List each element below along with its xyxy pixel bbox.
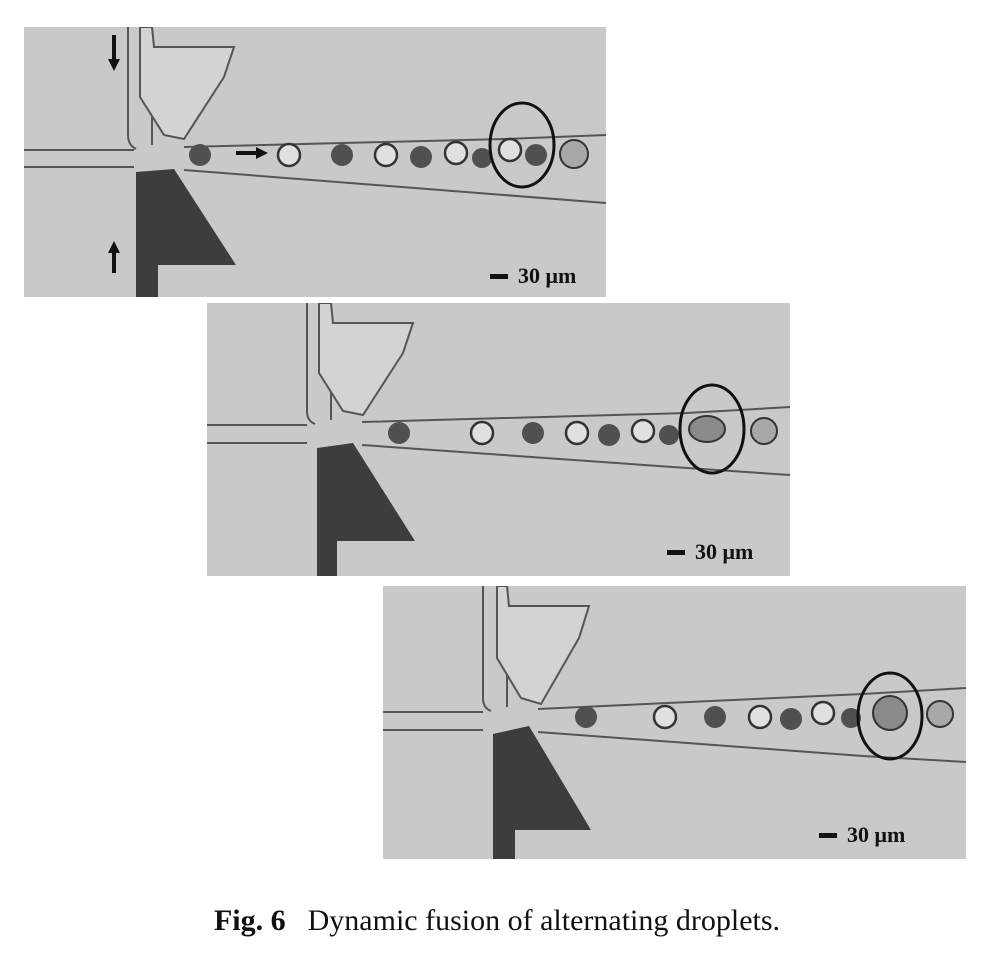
droplet-train-1: [189, 137, 589, 169]
scale-bar-label: 30 μm: [847, 822, 906, 847]
right-arrow-icon: [236, 147, 268, 159]
fusion-highlight-circle: [678, 383, 746, 475]
micrograph-panel-1: 30 μm: [24, 27, 606, 297]
scale-bar: 30 μm: [667, 539, 753, 565]
down-arrow-icon: [108, 35, 120, 71]
micrograph-panel-3: 30 μm: [383, 586, 966, 859]
figure-label: Fig. 6: [213, 904, 286, 937]
fusion-highlight-circle: [488, 101, 556, 189]
fusion-highlight-circle: [856, 671, 924, 761]
micrograph-image-3: [383, 586, 966, 859]
figure-caption-text: Dynamic fusion of alternating droplets.: [307, 904, 781, 937]
scale-bar-line: [667, 549, 685, 555]
scale-bar-label: 30 μm: [695, 539, 754, 564]
droplet-train-3: [575, 695, 954, 731]
micrograph-image-2: [207, 303, 790, 576]
micrograph-image-1: [24, 27, 606, 297]
droplet-train-2: [388, 415, 778, 446]
scale-bar: 30 μm: [819, 822, 905, 848]
scale-bar: 30 μm: [490, 263, 576, 289]
up-arrow-icon: [108, 241, 120, 273]
scale-bar-label: 30 μm: [518, 263, 577, 288]
figure-caption: Fig. 6 Dynamic fusion of alternating drop…: [0, 904, 994, 938]
scale-bar-line: [819, 832, 837, 838]
micrograph-panel-2: 30 μm: [207, 303, 790, 576]
scale-bar-line: [490, 273, 508, 279]
